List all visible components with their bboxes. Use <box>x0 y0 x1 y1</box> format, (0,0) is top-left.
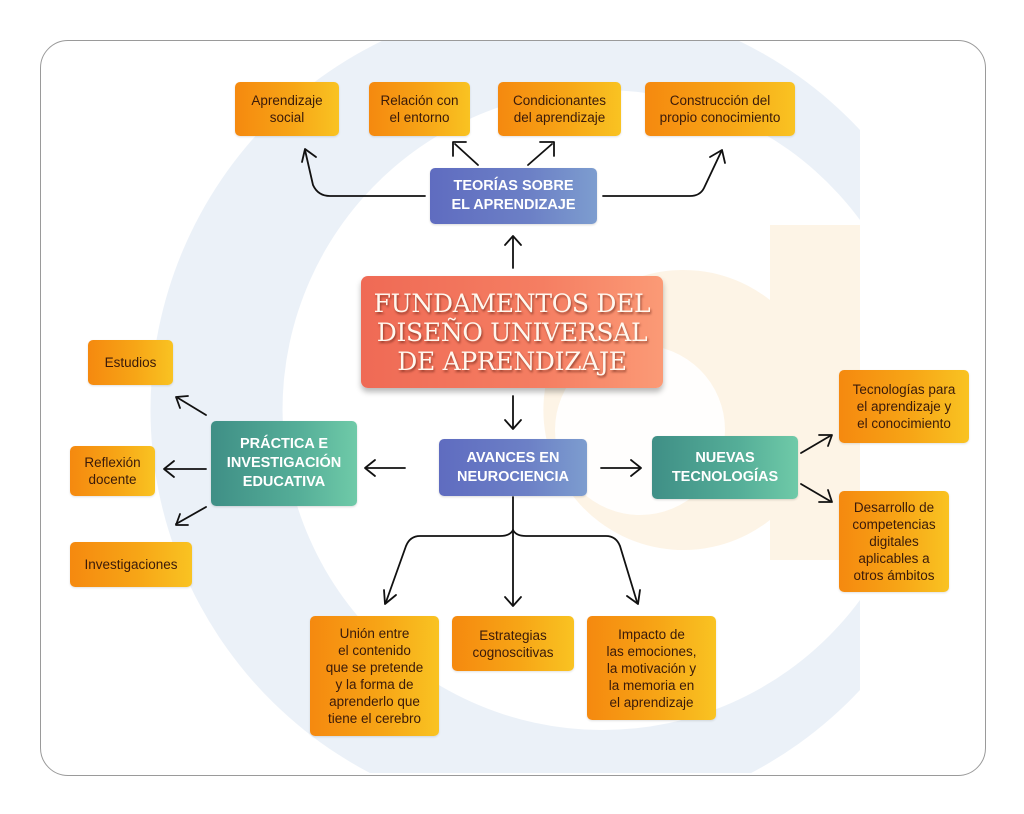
leaf-estrategias-cognoscitivas: Estrategias cognoscitivas <box>452 616 574 671</box>
leaf-label: Condicionantes del aprendizaje <box>512 93 607 125</box>
leaf-condicionantes-del-aprendizaje: Condicionantes del aprendizaje <box>498 82 621 136</box>
leaf-desarrollo-competencias-digitales: Desarrollo de competencias digitales apl… <box>839 491 949 592</box>
central-node-label: FUNDAMENTOS DEL DISEÑO UNIVERSAL DE APRE… <box>373 288 651 376</box>
leaf-label: Desarrollo de competencias digitales apl… <box>852 500 936 583</box>
leaf-label: Aprendizaje social <box>251 93 323 125</box>
leaf-construccion-del-propio-conocimiento: Construcción del propio conocimiento <box>645 82 795 136</box>
leaf-estudios: Estudios <box>88 340 173 385</box>
branch-label: PRÁCTICA E INVESTIGACIÓN EDUCATIVA <box>226 436 342 490</box>
branch-label: AVANCES EN NEUROCIENCIA <box>457 449 569 485</box>
leaf-label: Construcción del propio conocimiento <box>659 93 781 125</box>
leaf-union-contenido-cerebro: Unión entre el contenido que se pretende… <box>310 616 439 736</box>
branch-avances-en-neurociencia: AVANCES EN NEUROCIENCIA <box>439 439 587 496</box>
leaf-tecnologias-para-el-aprendizaje: Tecnologías para el aprendizaje y el con… <box>839 370 969 443</box>
leaf-reflexion-docente: Reflexión docente <box>70 446 155 496</box>
branch-label: TEORÍAS SOBRE EL APRENDIZAJE <box>451 178 576 213</box>
leaf-label: Relación con el entorno <box>380 93 459 125</box>
branch-nuevas-tecnologias: NUEVAS TECNOLOGÍAS <box>652 436 798 499</box>
branch-teorias-sobre-el-aprendizaje: TEORÍAS SOBRE EL APRENDIZAJE <box>430 168 597 224</box>
leaf-label: Unión entre el contenido que se pretende… <box>325 626 424 726</box>
leaf-aprendizaje-social: Aprendizaje social <box>235 82 339 136</box>
branch-label: NUEVAS TECNOLOGÍAS <box>671 449 779 485</box>
leaf-label: Estudios <box>104 355 157 370</box>
leaf-label: Investigaciones <box>84 557 178 572</box>
leaf-label: Estrategias cognoscitivas <box>472 627 554 660</box>
leaf-label: Impacto de las emociones, la motivación … <box>606 626 697 710</box>
leaf-impacto-emociones: Impacto de las emociones, la motivación … <box>587 616 716 720</box>
leaf-investigaciones: Investigaciones <box>70 542 192 587</box>
leaf-label: Tecnologías para el aprendizaje y el con… <box>852 382 956 431</box>
leaf-relacion-con-el-entorno: Relación con el entorno <box>369 82 470 136</box>
leaf-label: Reflexión docente <box>84 455 141 487</box>
branch-practica-e-investigacion-educativa: PRÁCTICA E INVESTIGACIÓN EDUCATIVA <box>211 421 357 506</box>
central-node: FUNDAMENTOS DEL DISEÑO UNIVERSAL DE APRE… <box>361 276 663 388</box>
